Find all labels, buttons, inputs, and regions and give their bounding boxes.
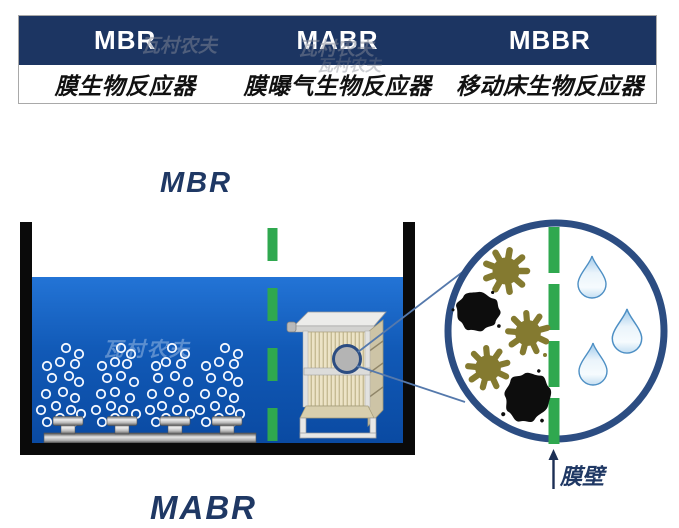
air-bubble-icon (69, 392, 81, 404)
membrane-module (286, 311, 387, 439)
air-bubble-icon (73, 376, 85, 388)
air-bubble-icon (54, 356, 66, 368)
callout-connector-top (357, 263, 474, 353)
air-bubble-icon (115, 370, 127, 382)
air-bubble-icon (41, 416, 53, 428)
membrane-wall-label: 膜壁 (560, 464, 605, 489)
air-bubble-icon (152, 372, 164, 384)
air-bubble-icon (60, 342, 72, 354)
table-cell-mabr-name: 膜曝气生物反应器 (231, 65, 443, 103)
mbbr-name-label: 移动床生物反应器 (455, 73, 644, 99)
air-bubble-icon (169, 370, 181, 382)
module-stand (299, 417, 377, 439)
air-bubble-icon (124, 392, 136, 404)
mabr-abbr-label: MABR (296, 25, 379, 55)
air-bubble-icon (117, 404, 129, 416)
mabr-name-label: 膜曝气生物反应器 (243, 73, 432, 99)
air-bubble-icon (156, 400, 168, 412)
air-bubble-icon (205, 372, 217, 384)
air-bubble-icon (171, 404, 183, 416)
air-bubble-icon (160, 356, 172, 368)
air-bubble-icon (232, 376, 244, 388)
air-bubble-icon (105, 400, 117, 412)
air-bubble-icon (125, 348, 137, 360)
air-bubble-icon (200, 360, 212, 372)
mbr-abbr-label: MBR (94, 25, 157, 55)
up-arrow-icon (548, 449, 559, 489)
module-pipe-stub (286, 321, 297, 333)
air-bubble-icon (182, 376, 194, 388)
air-bubble-icon (128, 376, 140, 388)
air-bubble-icon (115, 342, 127, 354)
air-bubble-icon (222, 370, 234, 382)
air-bubble-icon (41, 360, 53, 372)
air-bubble-icon (150, 360, 162, 372)
table-cell-mbbr-name: 移动床生物反应器 (444, 65, 656, 103)
air-bubble-icon (199, 388, 211, 400)
air-bubble-icon (228, 392, 240, 404)
air-bubble-icon (65, 404, 77, 416)
air-bubble-icon (35, 404, 47, 416)
air-bubble-icon (73, 348, 85, 360)
air-bubble-icon (166, 342, 178, 354)
air-bubble-icon (178, 392, 190, 404)
mabr-section-title: MABR (150, 489, 257, 526)
air-bubble-icon (194, 404, 206, 416)
magnifier-source-circle (332, 344, 362, 374)
air-bubble-icon (57, 386, 69, 398)
air-bubble-icon (163, 386, 175, 398)
callout-connector-bottom (356, 365, 466, 403)
air-bubble-icon (109, 386, 121, 398)
microbe-fragment (543, 353, 547, 357)
air-bubble-icon (95, 388, 107, 400)
air-bubble-icon (146, 388, 158, 400)
table-cell-mbbr-abbr: MBBR (444, 16, 656, 65)
table-cell-mbr-abbr: MBR (19, 16, 231, 65)
air-bubble-icon (219, 342, 231, 354)
air-bubble-icon (216, 386, 228, 398)
air-bubble-icon (90, 404, 102, 416)
magnifier-callout (444, 219, 668, 446)
mbr-name-label: 膜生物反应器 (54, 73, 196, 99)
abbreviation-row: MBR MABR MBBR (19, 16, 656, 65)
air-bubble-icon (63, 370, 75, 382)
air-bubble-icon (232, 348, 244, 360)
reactor-comparison-table: MBR MABR MBBR 膜生物反应器 膜曝气生物反应器 移动床生物反应器 (18, 15, 657, 104)
air-bubble-icon (96, 360, 108, 372)
air-bubble-icon (175, 358, 187, 370)
air-bubble-icon (101, 372, 113, 384)
air-bubble-icon (96, 416, 108, 428)
air-bubble-icon (40, 388, 52, 400)
air-bubble-icon (213, 356, 225, 368)
air-bubble-icon (200, 416, 212, 428)
air-bubble-icon (121, 358, 133, 370)
air-bubble-icon (228, 358, 240, 370)
mbr-section-title: MBR (160, 167, 233, 199)
air-bubble-icon (50, 400, 62, 412)
air-bubble-icon (69, 358, 81, 370)
air-bubble-icon (46, 372, 58, 384)
air-bubble-icon (209, 400, 221, 412)
air-bubble-icon (179, 348, 191, 360)
table-cell-mabr-abbr: MABR (231, 16, 443, 65)
air-bubble-icon (144, 404, 156, 416)
table-cell-mbr-name: 膜生物反应器 (19, 65, 231, 103)
air-bubble-icon (224, 404, 236, 416)
chinese-name-row: 膜生物反应器 膜曝气生物反应器 移动床生物反应器 (19, 65, 656, 103)
air-bubble-icon (109, 356, 121, 368)
tank-walls (20, 222, 415, 455)
mbbr-abbr-label: MBBR (508, 25, 591, 55)
